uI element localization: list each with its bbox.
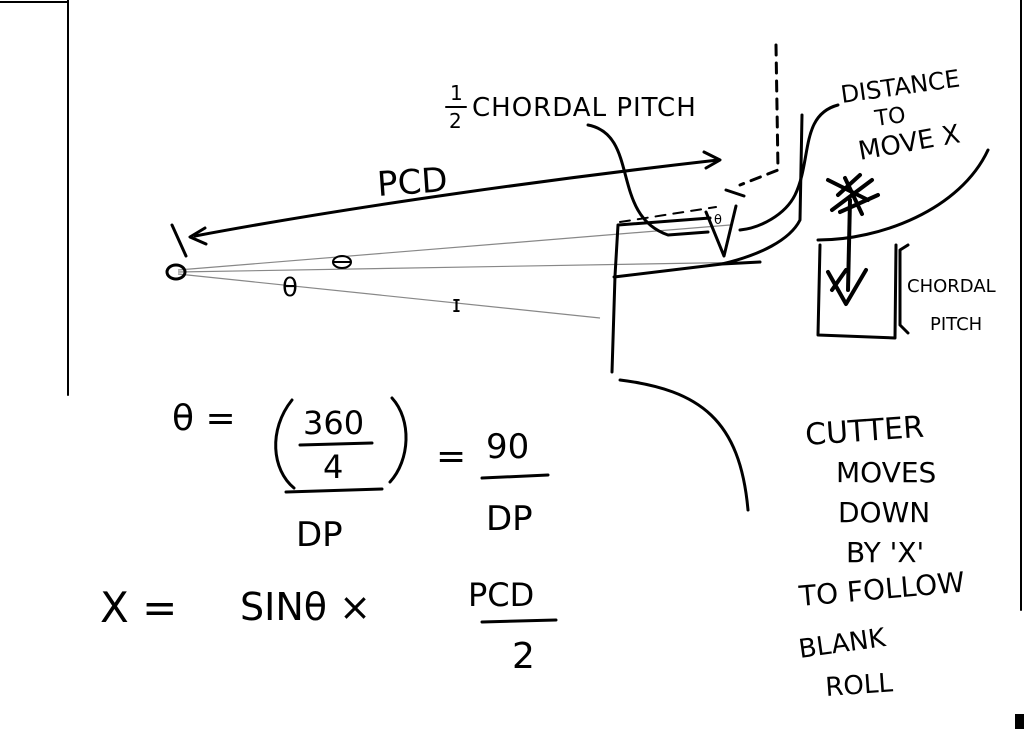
- cutter-down-arrow: [846, 198, 852, 292]
- faint-i-mark: ɪ: [452, 290, 461, 318]
- distance-line2: TO: [872, 103, 907, 132]
- half-chordal-pitch-label: CHORDAL PITCH: [472, 93, 697, 123]
- chordal-line1: CHORDAL: [907, 276, 996, 297]
- half-num: 1: [450, 81, 463, 105]
- small-theta-label: θ: [714, 213, 722, 228]
- corner-mark: [1015, 714, 1024, 729]
- note-line1: CUTTER: [804, 410, 925, 453]
- equals-2: =: [436, 436, 466, 477]
- paren-left: [274, 398, 296, 490]
- cutter-v-mark: [826, 268, 868, 306]
- pcd-num: PCD: [468, 576, 534, 614]
- dp-1: DP: [296, 515, 343, 555]
- half-den: 2: [449, 109, 462, 133]
- distance-line3: MOVE X: [856, 120, 962, 167]
- x-lhs: X =: [100, 583, 177, 632]
- half-chordal-leader: [586, 123, 710, 237]
- distance-line1: DISTANCE: [839, 65, 962, 109]
- chordal-pitch-bracket: [898, 243, 910, 335]
- outer-fraction-bar-1: [284, 487, 384, 494]
- blank-dashed-edge: [619, 206, 717, 223]
- blank-outline: [610, 113, 804, 512]
- pcd-left-tick: [170, 223, 188, 258]
- distance-leader: [738, 103, 840, 232]
- num-4: 4: [323, 448, 343, 486]
- note-line7: ROLL: [824, 668, 894, 703]
- chord-tick: [724, 188, 746, 198]
- chord-triangle: [704, 204, 738, 258]
- pcd-label: PCD: [376, 160, 449, 205]
- pcd-arrowhead-right: [702, 150, 722, 170]
- paren-right: [388, 396, 408, 484]
- theta-label: θ: [282, 273, 298, 303]
- note-line5: TO FOLLOW: [797, 566, 966, 613]
- note-line3: DOWN: [838, 496, 930, 529]
- cutter-scribble: [826, 173, 880, 216]
- construction-line-3: [177, 273, 601, 319]
- dp-2: DP: [486, 499, 533, 539]
- center-dashed-line: [738, 43, 780, 187]
- num-360: 360: [303, 404, 364, 442]
- center-point: [165, 263, 187, 281]
- note-line6: BLANK: [797, 623, 888, 665]
- note-line4: BY 'X': [846, 536, 924, 569]
- pcd-fraction-bar: [480, 618, 558, 624]
- chordal-line2: PITCH: [930, 314, 982, 335]
- pcd-arrow-line: [193, 158, 720, 238]
- pcd-den: 2: [512, 636, 535, 677]
- num-90: 90: [486, 427, 529, 467]
- sin-theta: SINθ ×: [240, 585, 371, 629]
- fraction-bar-90: [480, 473, 550, 480]
- construction-line-1: [177, 224, 731, 271]
- theta-lhs: θ =: [172, 398, 236, 439]
- construction-line-2: [177, 261, 761, 273]
- note-line2: MOVES: [836, 456, 936, 489]
- pcd-arrowhead-left: [188, 226, 208, 246]
- cutter-tool-box: [816, 243, 898, 340]
- cutter-arc: [816, 148, 990, 242]
- inner-fraction-bar: [298, 441, 374, 447]
